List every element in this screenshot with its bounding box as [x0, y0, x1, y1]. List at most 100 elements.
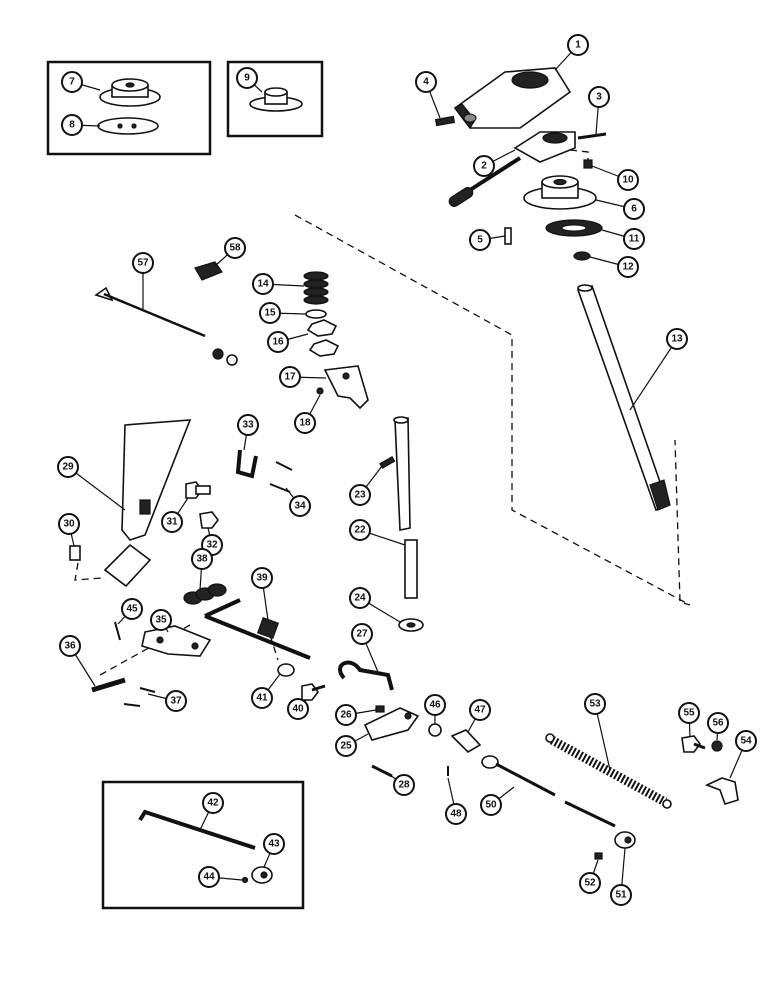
part-9-hub: [249, 87, 303, 112]
callout-circle: [191, 548, 213, 570]
callout-number: 46: [429, 700, 441, 711]
callout-22: 22: [349, 519, 371, 541]
callout-number: 37: [170, 696, 182, 707]
callout-number: 31: [166, 517, 178, 528]
part-57-rod: [94, 286, 238, 366]
callout-42: 42: [202, 792, 224, 814]
callout-number: 26: [340, 710, 352, 721]
callout-circle: [584, 693, 606, 715]
callout-circle: [59, 635, 81, 657]
callout-number: 2: [481, 161, 487, 172]
callout-50: 50: [480, 794, 502, 816]
callout-56: 56: [707, 712, 729, 734]
part-12-washer: [573, 251, 591, 261]
callout-number: 3: [596, 92, 602, 103]
callout-number: 15: [264, 308, 276, 319]
callout-10: 10: [617, 169, 639, 191]
callout-number: 39: [256, 573, 268, 584]
callout-40: 40: [287, 698, 309, 720]
callout-14: 14: [252, 273, 274, 295]
callout-circle: [121, 598, 143, 620]
callout-circle: [567, 34, 589, 56]
callout-number: 32: [206, 540, 218, 551]
callout-circle: [251, 687, 273, 709]
part-16-nuts: [306, 319, 340, 357]
inset-box-7-8: [46, 60, 212, 156]
part-7-hub: [99, 78, 161, 107]
callout-12: 12: [617, 256, 639, 278]
callout-29: 29: [57, 456, 79, 478]
part-50-rod: [481, 755, 616, 828]
callout-number: 53: [589, 699, 601, 710]
callout-number: 16: [272, 337, 284, 348]
callout-6: 6: [623, 198, 645, 220]
part-14-spring: [303, 271, 329, 305]
part-1-housing: [453, 67, 572, 130]
callout-number: 30: [63, 519, 75, 530]
callout-circle: [469, 229, 491, 251]
callout-24: 24: [349, 587, 371, 609]
callout-number: 54: [740, 736, 752, 747]
part-45-pin: [114, 621, 121, 641]
callout-9: 9: [236, 67, 258, 89]
leader-line-29: [67, 466, 126, 511]
callout-number: 11: [629, 234, 640, 245]
callout-circle: [424, 694, 446, 716]
callout-44: 44: [198, 866, 220, 888]
callout-circle: [707, 712, 729, 734]
callout-circle: [58, 513, 80, 535]
part-22-rod: [404, 539, 418, 599]
callout-circle: [335, 704, 357, 726]
part-46-nut: [428, 723, 442, 737]
part-5-pin: [504, 227, 512, 245]
callout-number: 5: [477, 235, 483, 246]
callout-circle: [617, 169, 639, 191]
callout-number: 8: [69, 120, 75, 131]
callout-number: 22: [354, 525, 366, 536]
callout-8: 8: [61, 114, 83, 136]
part-39-shaft: [204, 598, 311, 660]
part-53-spring: [545, 733, 672, 809]
callout-number: 44: [203, 872, 215, 883]
callout-46: 46: [424, 694, 446, 716]
callout-circle: [202, 792, 224, 814]
callout-circle: [393, 774, 415, 796]
part-42-rod: [138, 809, 256, 850]
part-17-bracket: [323, 365, 369, 410]
callout-circle: [349, 587, 371, 609]
callout-circle: [678, 702, 700, 724]
callout-41: 41: [251, 687, 273, 709]
part-27-link: [338, 660, 394, 691]
part-56-nut: [711, 740, 723, 752]
callout-16: 16: [267, 331, 289, 353]
callout-circle: [61, 114, 83, 136]
callout-circle: [132, 252, 154, 274]
callout-number: 10: [622, 175, 634, 186]
callout-5: 5: [469, 229, 491, 251]
part-54-bracket: [704, 777, 739, 805]
callout-number: 45: [126, 604, 138, 615]
callout-38: 38: [191, 548, 213, 570]
callout-number: 1: [575, 40, 581, 51]
part-3-pin: [577, 132, 607, 140]
part-31-bolt: [185, 481, 211, 499]
callout-37: 37: [165, 690, 187, 712]
callout-number: 38: [196, 554, 208, 565]
callout-circle: [294, 412, 316, 434]
inset-box-42-44: [101, 780, 305, 910]
callout-circle: [237, 414, 259, 436]
part-34-pins: [269, 461, 293, 493]
callout-number: 33: [242, 420, 254, 431]
callout-23: 23: [349, 484, 371, 506]
callout-39: 39: [251, 567, 273, 589]
part-51-end: [614, 831, 636, 849]
callout-1: 1: [567, 34, 589, 56]
part-15-washer: [305, 309, 327, 319]
callout-54: 54: [735, 730, 757, 752]
callout-26: 26: [335, 704, 357, 726]
callout-circle: [289, 495, 311, 517]
callout-13: 13: [666, 328, 688, 350]
callout-number: 52: [584, 878, 596, 889]
callout-number: 51: [615, 890, 627, 901]
part-24-washer: [398, 618, 424, 632]
